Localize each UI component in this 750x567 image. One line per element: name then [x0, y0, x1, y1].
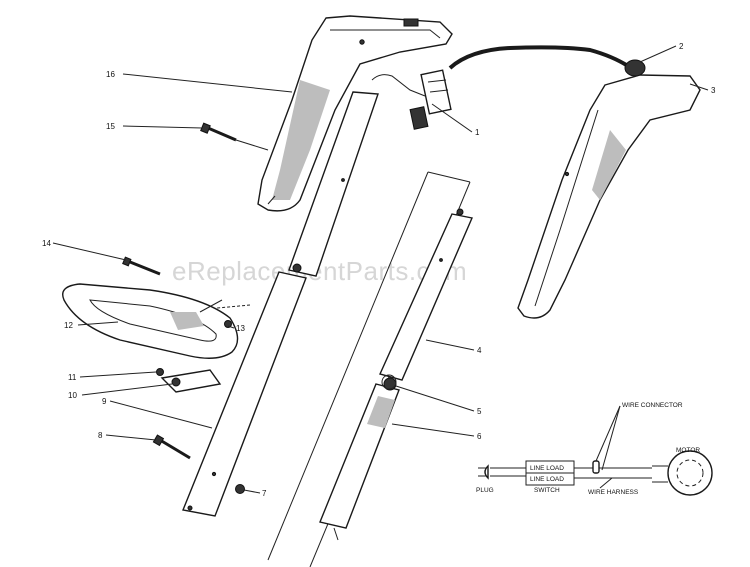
callout-6: 6	[477, 432, 482, 441]
callout-labels: 16 15 2 3 1 14 12 13 11 10 9 8 7 4 5 6	[42, 42, 716, 498]
line-load-bottom-label: LINE LOAD	[530, 476, 564, 483]
part-3-handle-right	[517, 74, 701, 319]
part-13-nut	[224, 320, 232, 328]
part-9-shaft	[182, 271, 307, 517]
callout-9: 9	[102, 397, 107, 406]
callout-14: 14	[42, 239, 51, 248]
callout-3: 3	[711, 86, 716, 95]
part-15-screw	[200, 122, 237, 142]
part-12-loop-handle	[62, 283, 239, 359]
part-16-handle-left	[257, 15, 453, 212]
callout-10: 10	[68, 391, 77, 400]
part-8-bolt	[152, 434, 191, 460]
callout-5: 5	[477, 407, 482, 416]
part-11-nut	[156, 368, 164, 376]
callout-2: 2	[679, 42, 684, 51]
callout-4: 4	[477, 346, 482, 355]
callout-1: 1	[475, 128, 480, 137]
part-10-clamp	[160, 369, 222, 393]
part-2-cord	[371, 45, 646, 97]
part-5-connector	[381, 374, 397, 390]
motor-label: MOTOR	[676, 447, 700, 454]
wiring-schematic: LINE LOAD LINE LOAD WIRE CONNECTOR MOTOR…	[476, 402, 713, 496]
part-14-bolt	[122, 256, 161, 276]
callout-13: 13	[236, 324, 245, 333]
wire-connector-label: WIRE CONNECTOR	[622, 402, 683, 409]
part-6-tube-lower	[319, 377, 400, 541]
upper-tube	[288, 91, 379, 277]
wire-harness-label: WIRE HARNESS	[588, 489, 639, 496]
callout-7: 7	[262, 489, 267, 498]
part-4-tube	[379, 208, 473, 381]
plug-icon	[478, 464, 489, 480]
part-1-switch	[409, 69, 452, 130]
callout-11: 11	[68, 373, 77, 382]
part-7-nut	[235, 484, 245, 494]
motor-icon	[652, 450, 713, 496]
callout-12: 12	[64, 321, 73, 330]
line-load-top-label: LINE LOAD	[530, 465, 564, 472]
plug-label: PLUG	[476, 487, 494, 494]
switch-label: SWITCH	[534, 487, 560, 494]
leader-lines	[52, 45, 709, 494]
callout-16: 16	[106, 70, 115, 79]
callout-8: 8	[98, 431, 103, 440]
wire-connector-icon	[592, 460, 600, 474]
callout-15: 15	[106, 122, 115, 131]
